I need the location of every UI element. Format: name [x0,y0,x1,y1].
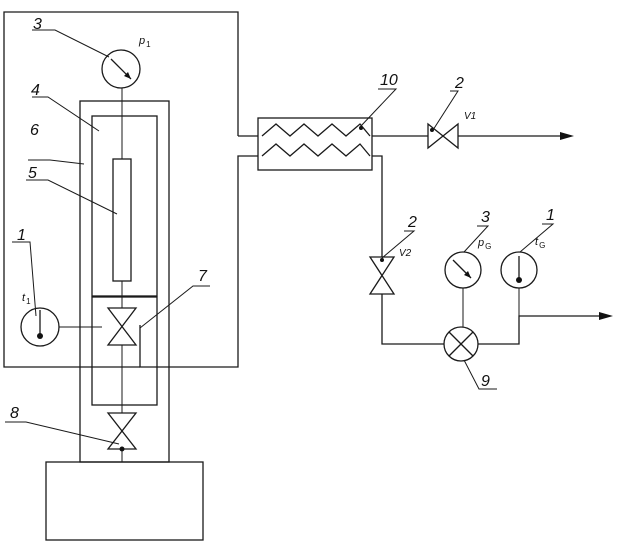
label-gauge-top: 3 [33,16,42,33]
lower-chamber [91,296,158,406]
valve-v2 [368,256,396,295]
label-flowmeter: 9 [481,373,490,390]
outer-loop-line [3,11,258,368]
thermometer-tg [500,251,538,289]
symbol-t1-letter: t [22,292,26,304]
label-valve-inner: 7 [198,268,208,285]
label-exchanger: 10 [380,72,398,89]
symbol-pg: pG [477,237,491,251]
v1-outlet-line [372,132,574,140]
symbol-p1-sub: 1 [146,40,151,49]
valve-7 [106,307,138,346]
label-valve-bottom: 8 [10,405,19,422]
symbol-tg-sub: G [539,241,545,250]
inner-vessel [91,115,158,297]
label-therm-right: 1 [546,207,555,224]
symbol-p1-letter: p [138,35,145,47]
symbol-tg-letter: t [535,236,539,248]
label-gauge-right: 3 [481,209,490,226]
symbol-p1: p1 [138,35,151,49]
base-box [45,461,204,541]
flowmeter-outlet-line [478,288,613,345]
label-valve-v1: 2 [454,75,464,92]
flowmeter-9 [443,326,479,362]
leader-lines [5,29,555,445]
label-valve-v2: 2 [407,214,417,231]
pressure-gauge-p1 [101,49,141,89]
thermometer-t1 [20,307,102,347]
v2-feed-line [372,155,383,257]
symbol-t1-sub: 1 [26,297,31,306]
symbol-v1: V1 [464,111,476,122]
label-outer-jacket: 6 [30,122,39,139]
symbol-pg-letter: p [477,237,484,249]
valve-8 [106,412,138,452]
valve-v1 [427,122,459,150]
heat-exchanger [257,117,373,171]
label-sample: 5 [28,165,37,182]
symbol-tg: tG [535,236,545,250]
pressure-gauge-pg [444,251,482,327]
symbol-v2: V2 [399,248,412,259]
label-inner-vessel: 4 [31,82,40,99]
flowmeter-feed-line [381,294,444,345]
symbol-t1: t1 [22,292,31,306]
label-therm-left: 1 [17,227,26,244]
return-line [139,155,258,368]
symbol-pg-sub: G [485,242,491,251]
sample [112,158,132,282]
